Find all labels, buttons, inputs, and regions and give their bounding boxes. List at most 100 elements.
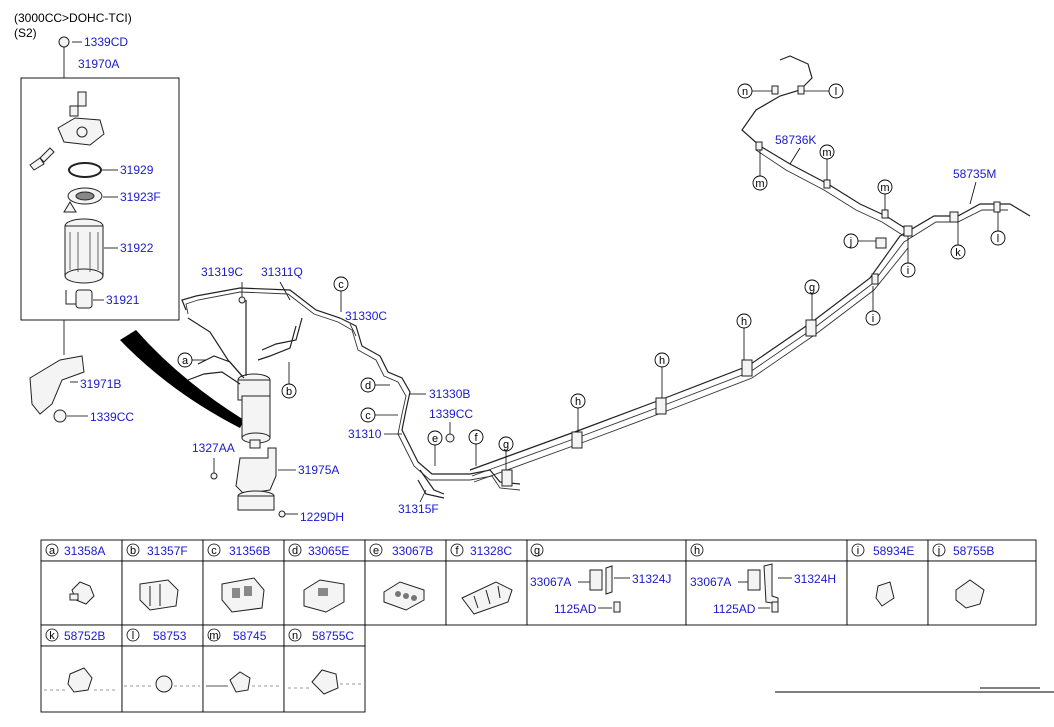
legend-part-drawings: 33067A 31324J 1125AD 33067A 31324H 1125A… — [44, 563, 985, 695]
legend-g[interactable]: g — [530, 543, 544, 557]
svg-text:l: l — [132, 630, 134, 642]
svg-text:m: m — [822, 147, 831, 159]
svg-text:h: h — [575, 396, 581, 408]
legend-row-1: a 31358A b 31357F c 31356B d 33065E e 33… — [45, 543, 994, 558]
svg-text:d: d — [365, 380, 371, 392]
svg-text:a: a — [49, 545, 56, 557]
svg-text:l: l — [835, 86, 837, 98]
label-31315F[interactable]: 31315F — [398, 502, 439, 516]
svg-text:31358A: 31358A — [64, 544, 105, 558]
label-31929[interactable]: 31929 — [120, 163, 154, 177]
svg-text:a: a — [182, 355, 189, 367]
legend-l[interactable]: l 58753 — [126, 628, 187, 643]
label-31975A[interactable]: 31975A — [298, 463, 339, 477]
legend-k[interactable]: k 58752B — [45, 628, 105, 643]
top-bolt-part — [58, 36, 70, 48]
legend-c[interactable]: c 31356B — [207, 543, 270, 558]
svg-text:c: c — [338, 279, 344, 291]
parts-legend-table — [40, 539, 1037, 713]
svg-text:31357F: 31357F — [147, 544, 188, 558]
svg-text:h: h — [694, 545, 700, 557]
svg-text:l: l — [997, 233, 999, 245]
part-31357F-clip — [139, 579, 179, 611]
svg-text:31328C: 31328C — [470, 544, 512, 558]
svg-text:c: c — [211, 545, 217, 557]
label-31921[interactable]: 31921 — [106, 293, 140, 307]
assembly-pointer-arrow — [120, 330, 244, 428]
label-31330B[interactable]: 31330B — [429, 387, 470, 401]
label-58736K[interactable]: 58736K — [775, 133, 816, 147]
label-31970A[interactable]: 31970A — [78, 57, 119, 71]
part-g-assembly: 33067A 31324J 1125AD — [530, 565, 671, 616]
svg-text:i: i — [907, 265, 909, 277]
label-31923F[interactable]: 31923F — [120, 190, 161, 204]
svg-text:33067A: 33067A — [530, 575, 571, 589]
svg-text:n: n — [292, 630, 298, 642]
engine-spec: (3000CC>DOHC-TCI) — [14, 11, 132, 25]
part-58745-clip — [229, 671, 251, 693]
svg-text:g: g — [534, 545, 540, 557]
filter-bracket-part — [235, 447, 277, 495]
bleed-screw-part — [77, 91, 87, 107]
part-58934E-clip — [875, 581, 895, 607]
bracket-part — [29, 355, 85, 415]
label-1229DH[interactable]: 1229DH — [300, 510, 344, 524]
label-58735M[interactable]: 58735M — [953, 167, 996, 181]
label-31971B[interactable]: 31971B — [80, 377, 121, 391]
svg-text:f: f — [455, 545, 459, 557]
label-31319C[interactable]: 31319C — [201, 265, 243, 279]
label-31310[interactable]: 31310 — [348, 427, 382, 441]
part-58755C-clip — [311, 669, 339, 695]
svg-text:b: b — [286, 386, 292, 398]
svg-text:58755C: 58755C — [312, 629, 354, 643]
legend-d[interactable]: d 33065E — [288, 543, 349, 558]
part-31328C-clip — [461, 581, 513, 615]
svg-text:e: e — [373, 545, 379, 557]
legend-n[interactable]: n 58755C — [288, 628, 354, 643]
svg-text:m: m — [209, 630, 218, 642]
svg-text:k: k — [955, 247, 961, 259]
nut-part — [53, 409, 67, 423]
svg-text:31324H: 31324H — [794, 572, 836, 586]
legend-a[interactable]: a 31358A — [45, 543, 105, 558]
legend-f[interactable]: f 31328C — [450, 543, 512, 558]
svg-text:i: i — [857, 545, 859, 557]
label-31311Q[interactable]: 31311Q — [261, 265, 303, 279]
part-58752B-clip — [67, 667, 93, 693]
svg-text:58753: 58753 — [153, 629, 187, 643]
svg-text:58752B: 58752B — [64, 629, 105, 643]
label-1339CD[interactable]: 1339CD — [84, 35, 128, 49]
svg-text:58755B: 58755B — [953, 544, 994, 558]
svg-text:58745: 58745 — [233, 629, 267, 643]
legend-h[interactable]: h — [690, 543, 704, 557]
fuel-filter-assembly: 1339CD 31970A 31929 31923F 31922 31921 — [20, 35, 180, 424]
label-1327AA[interactable]: 1327AA — [192, 441, 235, 455]
legend-b[interactable]: b 31357F — [126, 543, 188, 558]
svg-text:j: j — [849, 236, 852, 248]
svg-text:33067A: 33067A — [690, 575, 731, 589]
label-31330C[interactable]: 31330C — [345, 309, 387, 323]
label-1339CC-center[interactable]: 1339CC — [429, 407, 473, 421]
part-h-assembly: 33067A 31324H 1125AD — [690, 563, 836, 616]
label-31922[interactable]: 31922 — [120, 241, 154, 255]
svg-text:j: j — [937, 545, 940, 557]
legend-m[interactable]: m 58745 — [207, 628, 267, 643]
part-58755B-clip — [955, 579, 985, 609]
svg-text:m: m — [880, 182, 889, 194]
o-ring-part — [68, 162, 102, 178]
svg-text:h: h — [659, 355, 665, 367]
svg-text:g: g — [503, 439, 509, 451]
svg-text:33065E: 33065E — [308, 544, 349, 558]
legend-j[interactable]: j 58755B — [932, 543, 994, 558]
svg-text:k: k — [49, 630, 55, 642]
legend-i[interactable]: i 58934E — [851, 543, 914, 558]
label-1339CC-left[interactable]: 1339CC — [90, 410, 134, 424]
svg-text:58934E: 58934E — [873, 544, 914, 558]
svg-text:1125AD: 1125AD — [713, 602, 756, 616]
svg-text:h: h — [741, 316, 747, 328]
legend-e[interactable]: e 33067B — [369, 543, 433, 558]
svg-text:e: e — [432, 433, 438, 445]
svg-text:c: c — [365, 410, 371, 422]
variant-spec: (S2) — [14, 26, 37, 40]
svg-text:f: f — [474, 432, 478, 444]
